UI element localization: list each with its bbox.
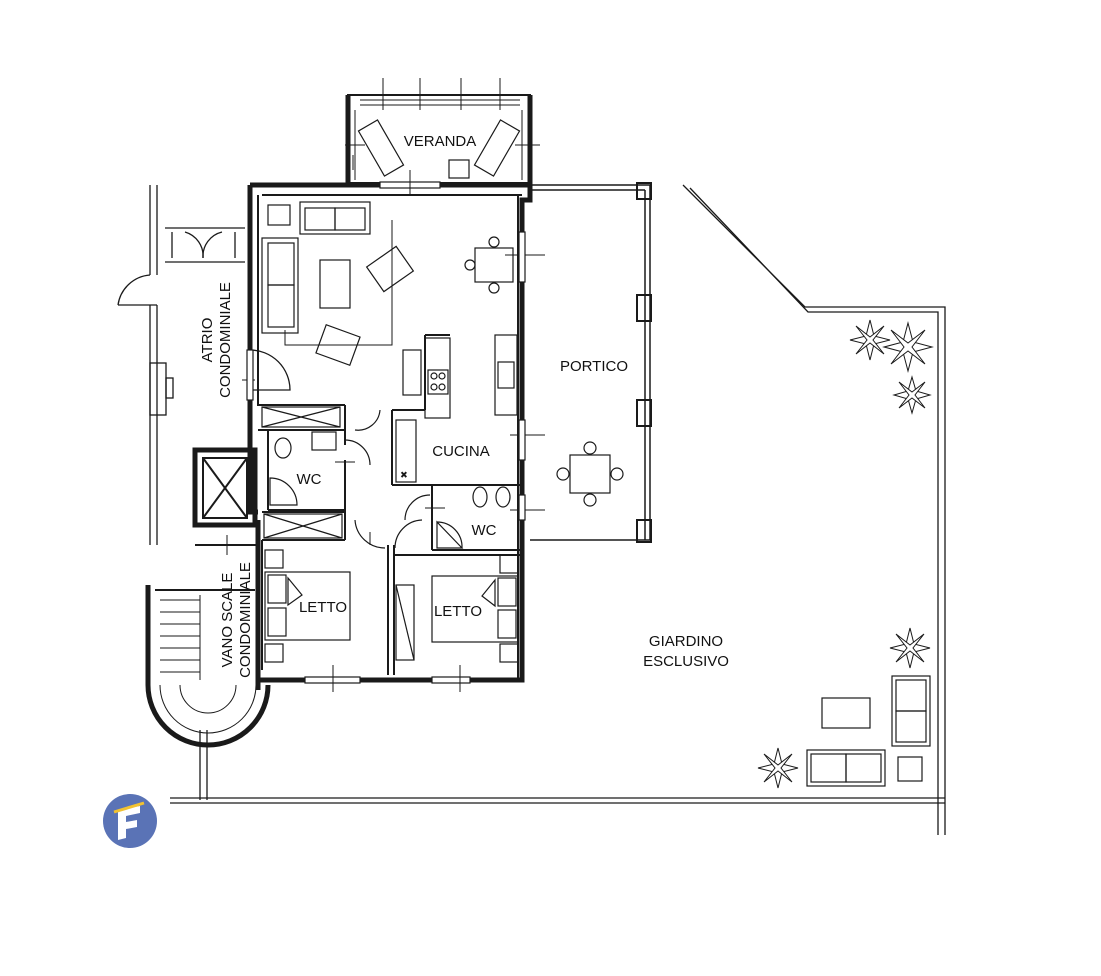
veranda — [345, 78, 540, 184]
label-letto-2: LETTO — [434, 603, 482, 620]
bed-icon — [264, 549, 351, 663]
logo-icon — [103, 794, 157, 848]
garden-boundary — [170, 184, 946, 835]
table-icon — [319, 259, 351, 309]
stair-core — [145, 447, 271, 800]
stove-icon — [427, 369, 449, 395]
label-letto-1: LETTO — [299, 599, 347, 616]
armchair-icon — [315, 245, 415, 367]
label-vano-2: CONDOMINIALE — [237, 562, 254, 678]
label-vano-1: VANO SCALE — [219, 573, 236, 668]
wc-1-fixtures — [269, 409, 381, 506]
label-atrio-1: ATRIO — [199, 318, 216, 363]
shower-icon — [269, 477, 298, 506]
plant-icon — [757, 319, 934, 789]
wardrobes — [261, 406, 415, 661]
table-icon — [448, 159, 470, 179]
label-wc-2: WC — [472, 522, 497, 539]
kitchen: × — [395, 334, 545, 511]
table-icon — [556, 441, 624, 507]
sofa-icon — [261, 201, 371, 334]
toilet-icon — [274, 437, 292, 459]
lounger-icon — [357, 119, 521, 177]
exterior-walls — [247, 182, 533, 683]
toilet-icon — [472, 486, 488, 508]
shower-icon — [436, 520, 464, 549]
bed-icon — [431, 554, 519, 663]
windows — [246, 181, 526, 684]
window-markers — [226, 155, 461, 692]
label-wc-1: WC — [297, 471, 322, 488]
garden-furniture — [806, 675, 931, 787]
svg-text:×: × — [401, 470, 407, 481]
atrio-condominiale — [117, 185, 291, 545]
table-icon — [464, 236, 514, 294]
sink-icon — [497, 361, 515, 389]
label-atrio-2: CONDOMINIALE — [217, 282, 234, 398]
label-portico: PORTICO — [560, 358, 628, 375]
portico — [530, 182, 652, 543]
living-furniture — [261, 201, 545, 367]
sink-icon — [311, 431, 337, 451]
label-cucina: CUCINA — [432, 443, 490, 460]
sofa-icon — [806, 675, 931, 787]
wc-2-fixtures — [404, 486, 511, 549]
label-veranda: VERANDA — [404, 133, 477, 150]
bedroom-doors — [354, 519, 423, 549]
label-giardino-2: ESCLUSIVO — [643, 653, 729, 670]
label-giardino-1: GIARDINO — [649, 633, 723, 650]
room-labels: VERANDA PORTICO CUCINA WC WC LETTO LETTO… — [199, 133, 729, 678]
